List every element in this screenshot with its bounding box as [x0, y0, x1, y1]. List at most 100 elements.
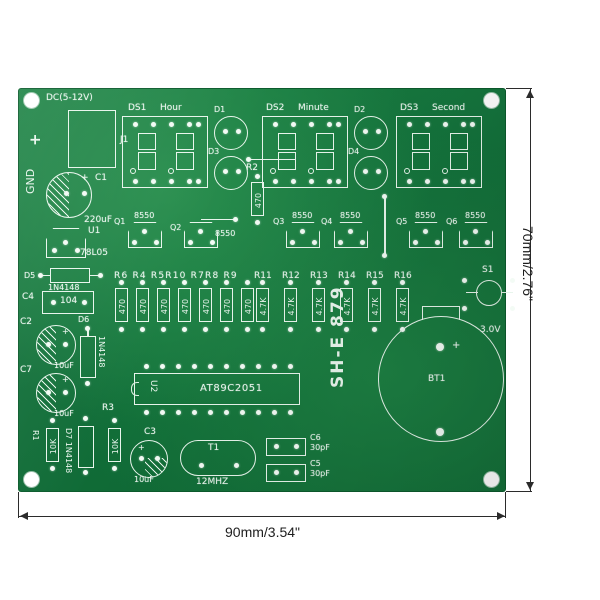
resistor-r8-body: 470 [220, 288, 233, 322]
capacitor-c3-pad-1 [139, 456, 144, 461]
ic-u2-part: AT89C2051 [200, 383, 263, 394]
display-ds2-digit-1 [276, 133, 298, 173]
switch-s1-pad-3 [462, 306, 467, 311]
resistor-r3-ref: R3 [102, 403, 114, 413]
diode-d5-ref: D5 [24, 271, 36, 280]
led-d1-pad-2 [236, 129, 241, 134]
capacitor-c7-ref: C7 [20, 365, 33, 375]
capacitor-c4-ref: C4 [22, 292, 35, 302]
resistor-r10-body: 470 [178, 288, 191, 322]
capacitor-c1-ref: C1 [95, 173, 108, 183]
dimension-height-label: 70mm/2.76" [520, 226, 536, 302]
switch-s1-body[interactable] [476, 280, 502, 306]
resistor-r3-value: 10K [111, 438, 120, 455]
resistor-bank-470-labels: R6 R4 R5R10 R7R8 R9 [114, 271, 238, 281]
diode-d7-body [78, 426, 94, 468]
transistor-q1-part: 8550 [134, 211, 155, 220]
led-d3-body [214, 156, 248, 190]
resistor-r12-ref: R12 [282, 271, 300, 281]
diode-d5-pad-2 [98, 273, 103, 278]
led-d4-pad-2 [376, 169, 381, 174]
dimension-height-arrow-top [526, 90, 534, 98]
resistor-r1-pad-2 [50, 466, 55, 471]
mounting-hole-top-left [24, 93, 39, 108]
capacitor-c6-pad-1 [274, 444, 279, 449]
resistor-r11-ref: R11 [254, 271, 272, 281]
led-d4-pad-1 [363, 169, 368, 174]
capacitor-c3-body [130, 440, 168, 478]
battery-bt1-pad-negative [436, 428, 444, 436]
display-ds1-outline [122, 116, 208, 188]
capacitor-c2-value: 10uF [54, 361, 74, 370]
led-d3-pad-2 [236, 169, 241, 174]
led-d2-body [354, 116, 388, 150]
regulator-u1-pad-3 [75, 248, 80, 253]
capacitor-c5-value: 30pF [310, 469, 330, 478]
transistor-q6-ref: Q6 [446, 217, 458, 226]
capacitor-c7-pad-2 [63, 390, 68, 395]
resistor-r1-value: 10K [49, 438, 58, 455]
dimension-height-line [530, 88, 532, 492]
dc-jack-outline [68, 110, 116, 168]
capacitor-c7-polarity: + [62, 375, 69, 384]
regulator-u1-outline [46, 228, 86, 258]
capacitor-c6-value: 30pF [310, 443, 330, 452]
transistor-q2-body [184, 222, 218, 248]
crystal-t1-ref: T1 [208, 443, 220, 453]
capacitor-c6-outline [266, 438, 306, 456]
resistor-r16-ref: R16 [394, 271, 412, 281]
capacitor-c4-pad-2 [82, 300, 87, 305]
capacitor-c1-value: 220uF [84, 215, 113, 225]
display-ds1-digit-1 [136, 133, 158, 173]
resistor-r12-value: 4.7K [287, 297, 296, 316]
mounting-hole-bottom-left [24, 472, 39, 487]
resistor-r14-ref: R14 [338, 271, 356, 281]
display-ds3-outline [396, 116, 482, 188]
resistor-r8-value: 470 [223, 298, 232, 315]
resistor-r4-body: 470 [136, 288, 149, 322]
dimension-width-arrow-right [497, 512, 505, 520]
display-ds2-digit-2 [314, 133, 336, 173]
resistor-r12-body: 4.7K [284, 288, 297, 322]
diode-d6-pad-2 [85, 381, 90, 386]
diode-d6-pad-1 [85, 326, 90, 331]
resistor-r13-value: 4.7K [315, 297, 324, 316]
capacitor-c2-pad-2 [63, 342, 68, 347]
diode-d5-body [50, 268, 90, 283]
dimension-width-arrow-left [20, 512, 28, 520]
capacitor-c3-value: 10uF [134, 475, 154, 484]
capacitor-c3-ref: C3 [144, 427, 157, 437]
connector-ref-j1: J1 [120, 135, 129, 145]
resistor-r5-value: 470 [160, 298, 169, 315]
resistor-r3-pad-1 [112, 418, 117, 423]
regulator-u1-part: 78L05 [80, 248, 108, 258]
led-d4-ref: D4 [348, 147, 360, 156]
diode-d5-pad-1 [38, 273, 43, 278]
battery-bt1-voltage: 3.0V [480, 325, 501, 335]
transistor-q1-body [128, 222, 162, 248]
mounting-hole-bottom-right [484, 472, 499, 487]
resistor-r2-body: 470 [251, 182, 264, 216]
dimension-width-label: 90mm/3.54" [225, 524, 301, 540]
led-d2-ref: D2 [354, 105, 366, 114]
display-ds2-dp-2 [308, 168, 314, 174]
transistor-q2-part: 8550 [215, 229, 236, 238]
resistor-r7-value: 470 [202, 298, 211, 315]
resistor-r16-value: 4.7K [399, 297, 408, 316]
resistor-r2-value: 470 [254, 192, 263, 209]
transistor-q6-part: 8550 [465, 211, 486, 220]
capacitor-c5-pad-1 [274, 470, 279, 475]
capacitor-c1-polarity: + [81, 173, 89, 183]
capacitor-c4-outline [42, 291, 94, 314]
battery-bt1-pad-positive [436, 343, 444, 351]
capacitor-c7-body [36, 373, 76, 413]
transistor-q6-body [459, 222, 493, 248]
switch-s1-pad-1 [462, 278, 467, 283]
crystal-t1-pad-2 [234, 463, 239, 468]
capacitor-c1-pad-1 [64, 191, 69, 196]
display-ds1-ref: DS1 [128, 103, 147, 113]
resistor-r1-ref: R1 [31, 430, 40, 441]
capacitor-c3-polarity: + [138, 443, 145, 452]
dimension-width-line [18, 516, 506, 518]
resistor-r1-pad-1 [50, 418, 55, 423]
